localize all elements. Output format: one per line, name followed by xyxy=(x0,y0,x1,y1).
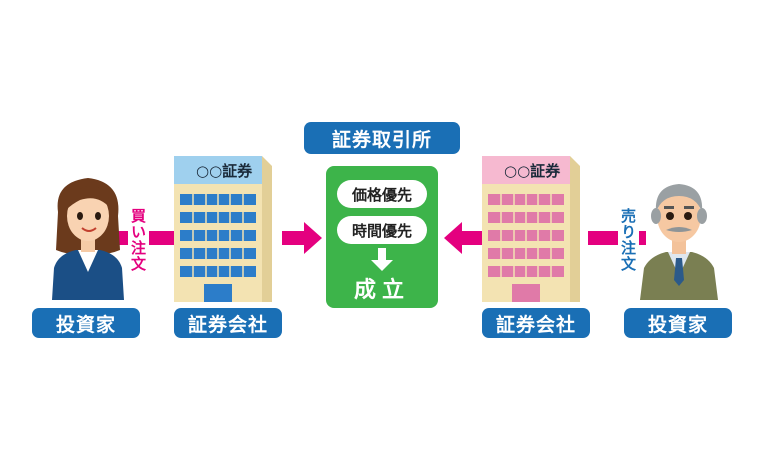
investor-label-right: 投資家 xyxy=(624,308,732,338)
company-sign-right: ○○証券 xyxy=(504,161,561,180)
arrow-down-icon xyxy=(371,248,393,271)
price-priority-rule: 価格優先 xyxy=(337,180,427,208)
investor-woman-illustration xyxy=(52,178,124,300)
securities-company-building-left xyxy=(174,156,272,302)
exchange-title: 証券取引所 xyxy=(304,122,460,154)
trade-executed-label: 成立 xyxy=(353,278,410,303)
company-label-right: 証券会社 xyxy=(482,308,590,338)
time-priority-rule: 時間優先 xyxy=(337,216,427,244)
buy-order-label: 買い注文 xyxy=(128,206,149,274)
arrow-right-icon xyxy=(282,222,322,254)
investor-label-left: 投資家 xyxy=(32,308,140,338)
company-sign-left: ○○証券 xyxy=(196,161,253,180)
investor-man-illustration xyxy=(640,184,718,300)
securities-company-building-right xyxy=(482,156,580,302)
exchange-box: 価格優先 時間優先 成立 xyxy=(326,166,438,308)
sell-order-label: 売り注文 xyxy=(618,206,639,274)
arrow-left-icon xyxy=(444,222,484,254)
company-label-left: 証券会社 xyxy=(174,308,282,338)
